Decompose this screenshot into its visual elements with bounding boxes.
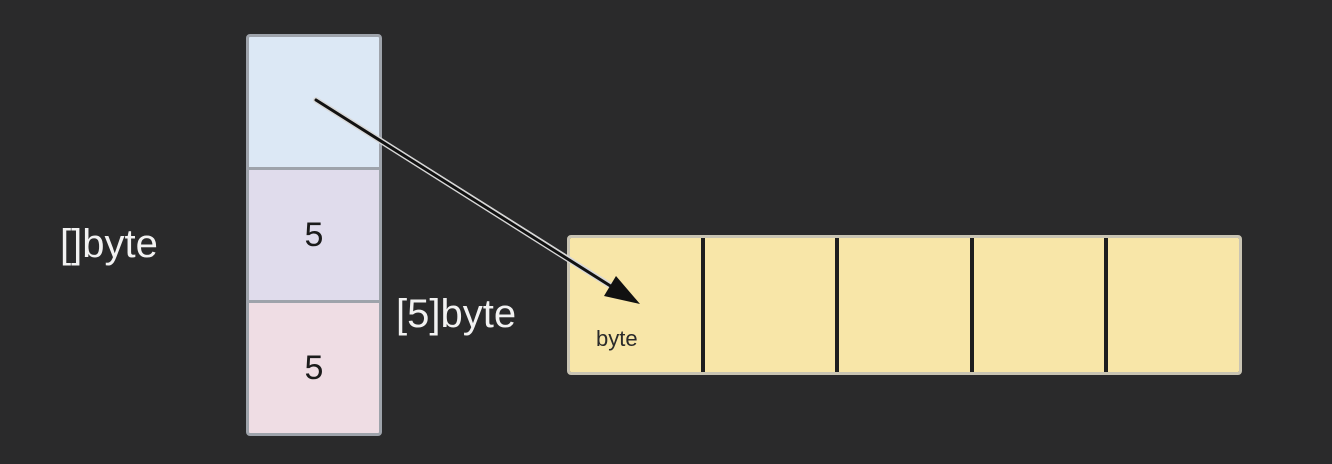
array-cell-text: byte xyxy=(596,326,638,351)
backing-array: byte xyxy=(567,235,1242,375)
slice-header: 5 5 xyxy=(246,34,382,436)
array-cell-0: byte xyxy=(570,238,701,372)
array-type-label: [5]byte xyxy=(396,292,517,336)
slice-pointer-cell xyxy=(249,37,379,167)
slice-cap-cell: 5 xyxy=(249,303,379,433)
array-cell-3 xyxy=(973,238,1105,372)
array-cell-4 xyxy=(1108,238,1239,372)
slice-type-label: []byte xyxy=(60,222,158,266)
slice-len-cell: 5 xyxy=(249,170,379,300)
array-cell-1 xyxy=(704,238,836,372)
array-cell-2 xyxy=(839,238,970,372)
